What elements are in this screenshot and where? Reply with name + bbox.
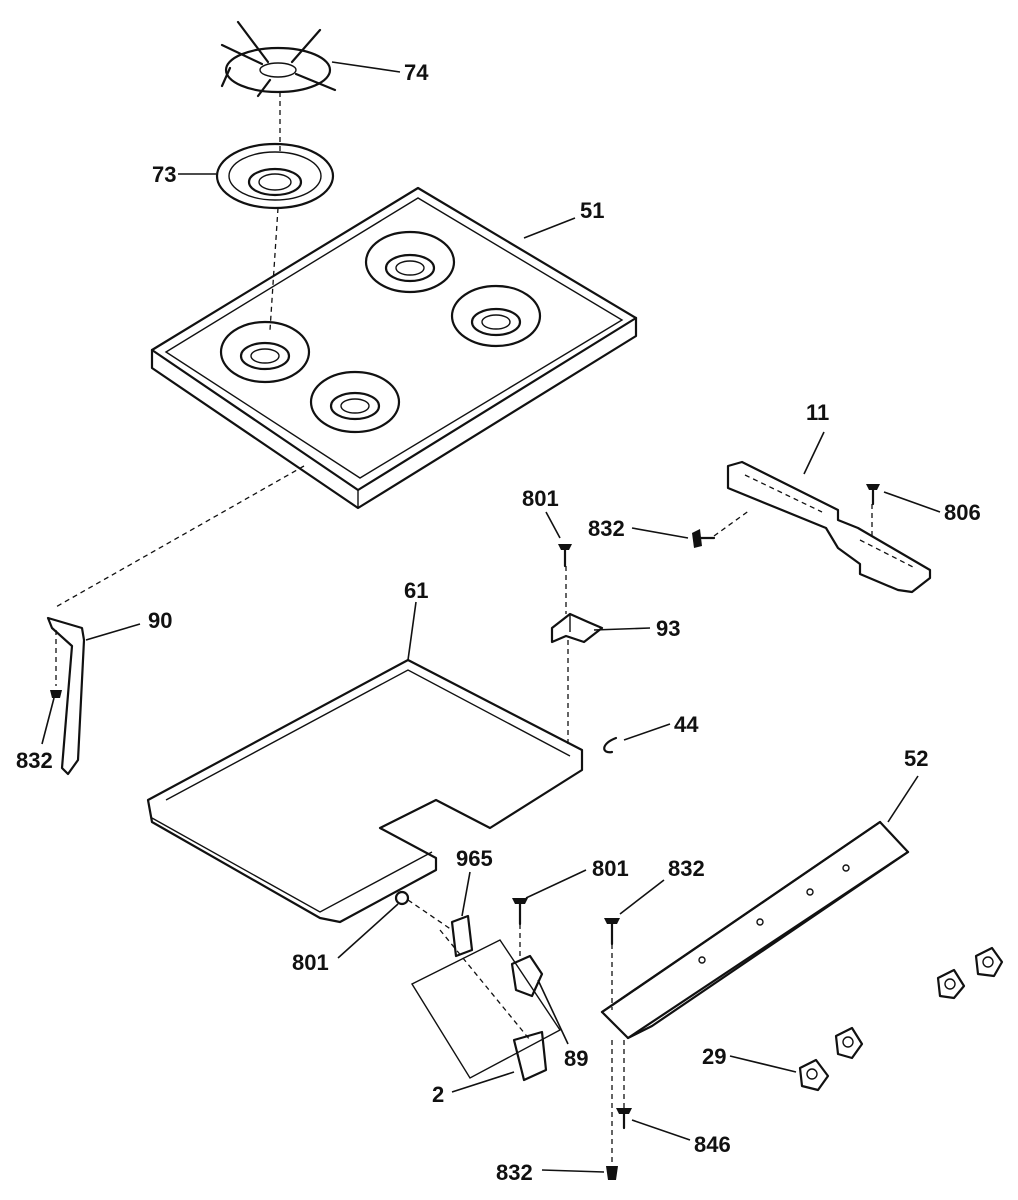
label-93: 93 (656, 616, 680, 641)
screw-846 (616, 1108, 632, 1130)
label-2: 2 (432, 1082, 444, 1107)
hinge-strip-part (46, 616, 86, 776)
center-lines (53, 92, 873, 1166)
label-832-bottom: 832 (496, 1160, 533, 1185)
label-90: 90 (148, 608, 172, 633)
manifold-panel-part (600, 820, 910, 1040)
label-832-left: 832 (16, 748, 53, 773)
screw-801-lower (512, 898, 528, 926)
label-44: 44 (674, 712, 699, 737)
bracket-2-part (512, 1030, 548, 1082)
label-29: 29 (702, 1044, 726, 1069)
screw-832-bottom (606, 1166, 618, 1180)
bracket-89-part (510, 954, 544, 998)
rear-bracket-part (726, 460, 932, 594)
screw-801-left (394, 890, 410, 906)
label-801-left: 801 (292, 950, 329, 975)
label-61: 61 (404, 578, 428, 603)
label-74: 74 (404, 60, 429, 85)
label-846: 846 (694, 1132, 731, 1157)
label-73: 73 (152, 162, 176, 187)
main-top-part (150, 186, 638, 510)
part-labels: 74 73 51 11 801 832 806 90 61 93 832 44 … (16, 60, 981, 1185)
label-832-right: 832 (668, 856, 705, 881)
label-11: 11 (806, 400, 829, 425)
label-801-upper: 801 (522, 486, 559, 511)
label-965: 965 (456, 846, 493, 871)
mount-plate-part (411, 939, 562, 1079)
label-832-upper: 832 (588, 516, 625, 541)
screw-806 (866, 484, 880, 506)
screw-832-upper (692, 529, 716, 548)
knob-set-part (798, 946, 1004, 1092)
label-806: 806 (944, 500, 981, 525)
label-51: 51 (580, 198, 604, 223)
leader-lines (41, 61, 941, 1173)
bracket-965-part (450, 914, 474, 958)
label-52: 52 (904, 746, 928, 771)
label-89: 89 (564, 1046, 588, 1071)
clip-44-part (603, 736, 618, 754)
clip-93-part (550, 612, 604, 644)
screw-832-right (604, 918, 620, 946)
screw-801-upper (558, 544, 572, 568)
label-801-right: 801 (592, 856, 629, 881)
burner-bowl-part (215, 142, 335, 210)
burner-grate-part (220, 20, 337, 98)
burner-box-bottom-part (146, 658, 584, 924)
